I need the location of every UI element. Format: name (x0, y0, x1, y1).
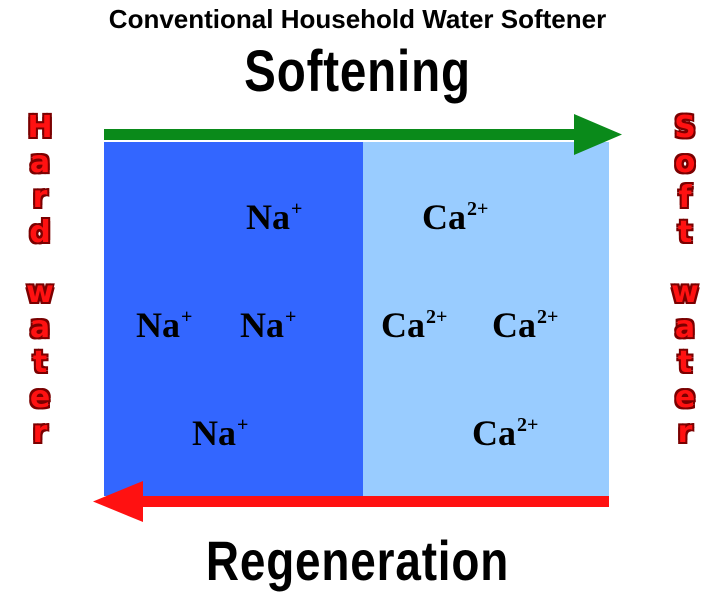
softening-label: Softening (244, 39, 471, 104)
hard-water-letter: e (29, 380, 51, 415)
hard-water-label: H a r d w a t e r (12, 110, 68, 450)
diagram-title: Conventional Household Water Softener (108, 4, 607, 34)
soft-water-letter: e (674, 380, 696, 415)
sodium-ion: Na+ (240, 305, 297, 345)
calcium-ion: Ca2+ (492, 305, 559, 345)
sodium-ion: Na+ (192, 413, 249, 453)
hard-water-letter: t (32, 345, 48, 380)
hard-water-letter: H (27, 110, 53, 145)
regeneration-label: Regeneration (205, 529, 510, 592)
hard-water-letter: a (29, 310, 51, 345)
soft-water-letter: S (674, 110, 696, 145)
soft-water-letter: f (678, 180, 692, 215)
soft-water-label: S o f t w a t e r (657, 110, 713, 450)
hard-water-letter: r (32, 415, 48, 450)
hard-water-letter: a (29, 145, 51, 180)
calcium-ion: Ca2+ (422, 197, 489, 237)
hard-water-letter: r (32, 180, 48, 215)
soft-water-letter: t (677, 345, 693, 380)
sodium-ion: Na+ (246, 197, 303, 237)
hard-water-letter: d (29, 215, 51, 250)
softening-arrow (104, 114, 622, 155)
soft-water-letter: r (677, 415, 693, 450)
soft-water-letter: w (671, 275, 699, 310)
resin-bed: Na+ Na+ Na+ Na+ Ca2+ Ca2+ Ca2+ Ca2+ (104, 142, 609, 496)
sodium-zone (104, 142, 363, 496)
soft-water-letter: a (674, 310, 696, 345)
hard-water-letter: w (26, 275, 54, 310)
calcium-ion: Ca2+ (381, 305, 448, 345)
regeneration-arrow (93, 481, 609, 522)
calcium-ion: Ca2+ (472, 413, 539, 453)
calcium-zone (363, 142, 609, 496)
sodium-ion: Na+ (136, 305, 193, 345)
soft-water-letter: o (674, 145, 696, 180)
soft-water-letter: t (677, 215, 693, 250)
